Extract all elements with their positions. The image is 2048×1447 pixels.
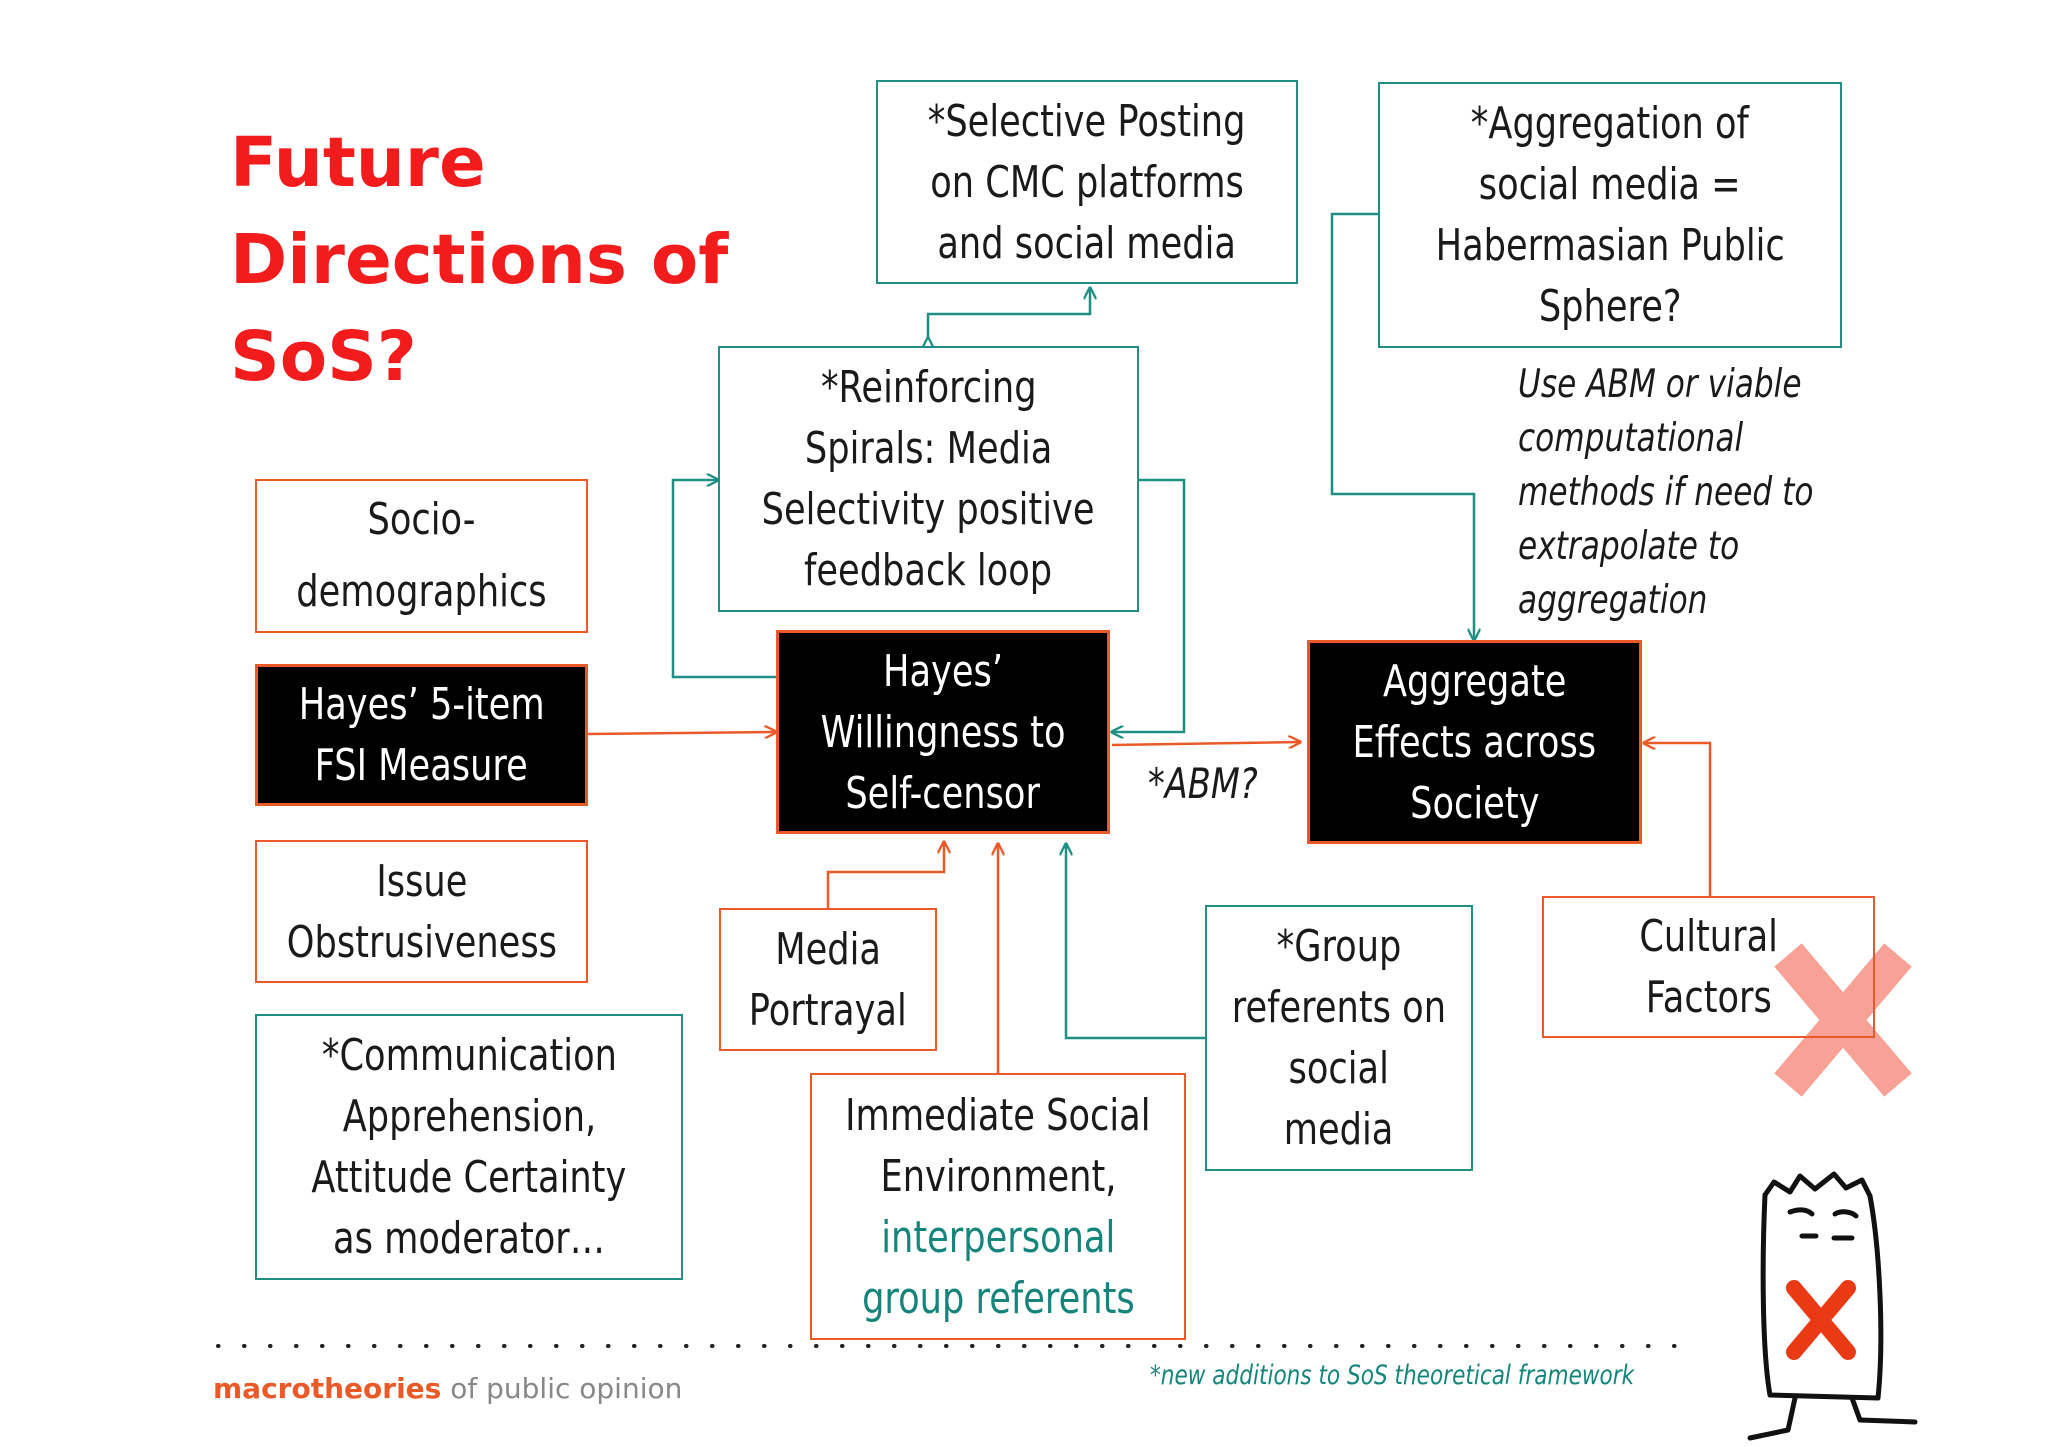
- connector-cultural-to-aggregate: [1644, 743, 1712, 896]
- box-media-portrayal: Media Portrayal: [719, 908, 937, 1051]
- box-reinforcing-spirals: *Reinforcing Spirals: Media Selectivity …: [718, 346, 1139, 612]
- box-aggregate-effects: Aggregate Effects across Society: [1307, 640, 1642, 844]
- title-line-1: Future: [230, 123, 486, 203]
- crossed-mouth-icon: [1786, 1280, 1856, 1360]
- connector-fsi-to-wtsc: [587, 732, 776, 734]
- box-aggregation-social-media: *Aggregation of social media = Habermasi…: [1378, 82, 1842, 348]
- connector-selective-reinforcing: [928, 288, 1090, 338]
- abm-label: *ABM?: [1148, 759, 1258, 808]
- connector-aggregation-to-aggregate: [1330, 212, 1474, 640]
- title-line-3: SoS?: [230, 317, 417, 397]
- stick-figure-icon: [1747, 1171, 1918, 1441]
- connector-wtsc-to-reinforcing: [671, 480, 780, 679]
- box-immediate-social: Immediate Social Environment, interperso…: [810, 1073, 1186, 1340]
- footer-brand-rest: of public opinion: [441, 1372, 683, 1405]
- box-group-referents: *Group referents on social media: [1205, 905, 1473, 1171]
- cross-out-icon: [1774, 943, 1912, 1097]
- page-title: Future Directions of SoS?: [230, 115, 790, 406]
- footer-additions-note: *new additions to SoS theoretical framew…: [1150, 1360, 1635, 1391]
- box-communication-apprehension: *Communication Apprehension, Attitude Ce…: [255, 1014, 683, 1280]
- box-hayes-fsi: Hayes’ 5-item FSI Measure: [255, 664, 588, 806]
- connector-wtsc-to-aggregate: [1111, 742, 1300, 745]
- footer-branding: macrotheories of public opinion: [213, 1372, 682, 1405]
- title-line-2: Directions of: [230, 220, 729, 300]
- box-selective-posting: *Selective Posting on CMC platforms and …: [876, 80, 1298, 284]
- box-cultural-factors: Cultural Factors: [1542, 896, 1875, 1038]
- abm-note: Use ABM or viable computational methods …: [1518, 362, 1814, 623]
- connector-reinforcing-to-wtsc: [1112, 478, 1186, 732]
- footer-brand: macrotheories: [213, 1372, 442, 1405]
- box-hayes-willingness: Hayes’ Willingness to Self-censor: [776, 630, 1110, 834]
- connector-group-to-wtsc: [1066, 844, 1205, 1040]
- connector-media-to-wtsc: [826, 842, 944, 908]
- box-sociodemographics: Socio- demographics: [255, 479, 588, 633]
- box-issue-obstrusiveness: Issue Obstrusiveness: [255, 840, 588, 983]
